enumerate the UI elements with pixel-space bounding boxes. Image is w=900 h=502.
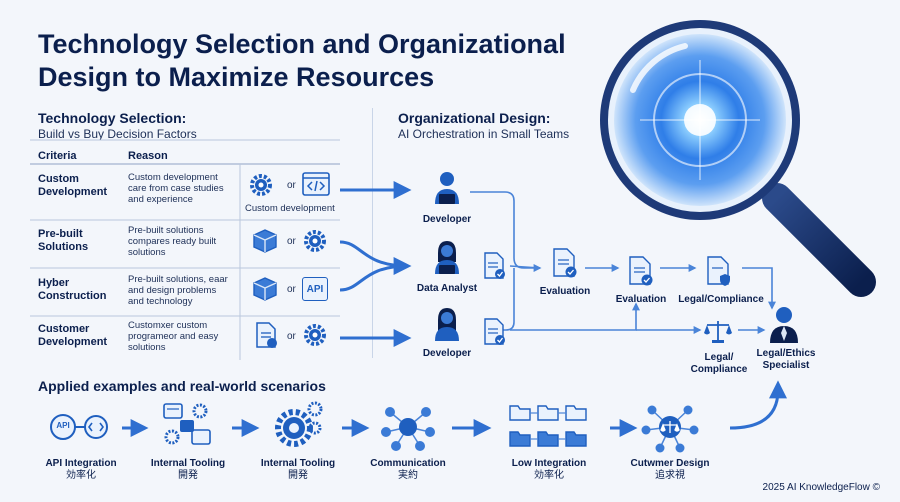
reason-pre-built-solutions: Pre-built solutions compares ready built… — [128, 225, 217, 258]
evaluation-document-icon — [629, 256, 653, 286]
example-label: API Integration — [45, 458, 117, 469]
document-icon — [256, 322, 277, 348]
legal-compliance-label: Legal/Compliance — [678, 294, 764, 305]
example-label: Internal Tooling — [150, 458, 226, 469]
criteria-column-header: Criteria — [38, 150, 77, 162]
or-label: or — [287, 284, 296, 295]
package-box-icon — [253, 277, 277, 301]
document-check-icon — [484, 318, 505, 345]
evaluation-document-icon — [553, 248, 577, 278]
technology-selection-subheading: Build vs Buy Decision Factors — [38, 127, 197, 141]
example-sublabel: 開発 — [288, 470, 308, 481]
example-sublabel: 追求視 — [655, 470, 685, 481]
evaluation-label: Evaluation — [539, 286, 591, 297]
footer-credit: 2025 AI KnowledgeFlow © — [762, 482, 880, 493]
api-window-icon: API — [302, 277, 328, 301]
technology-selection-heading: Technology Selection: — [38, 110, 187, 126]
developer-person-icon — [435, 172, 459, 204]
gear-icon — [304, 230, 326, 252]
legal-ethics-specialist-label: Legal/Ethics Specialist — [756, 348, 816, 371]
example-label: Internal Tooling — [260, 458, 336, 469]
evaluation-label: Evaluation — [615, 294, 667, 305]
or-label: or — [287, 236, 296, 247]
data-analyst-person-icon — [435, 241, 459, 274]
data-analyst-label: Data Analyst — [416, 283, 478, 294]
criteria-custom-development: Custom Development — [38, 173, 108, 198]
developer-label: Developer — [422, 348, 472, 359]
organizational-design-subheading: AI Orchestration in Small Teams — [398, 127, 570, 141]
code-window-icon — [302, 172, 330, 196]
communication-network-icon — [381, 407, 435, 451]
example-label: Cutwmer Design — [630, 458, 710, 469]
criteria-pre-built-solutions: Pre-built Solutions — [38, 228, 89, 253]
compliance-shield-document-icon — [707, 256, 730, 286]
example-label: Communication — [370, 458, 446, 469]
custom-development-caption: Custom development — [245, 203, 335, 214]
criteria-hyber-construction: Hyber Construction — [38, 277, 107, 302]
section-divider — [372, 108, 373, 358]
internal-tooling-gears-icon — [275, 401, 323, 447]
example-sublabel: 効率化 — [534, 470, 564, 481]
gear-icon — [304, 324, 326, 346]
legal-compliance-label: Legal/ Compliance — [690, 352, 748, 375]
table-grid — [30, 139, 340, 360]
document-check-icon — [484, 252, 505, 279]
reason-hyber-construction: Pre-built solutions, eaar and design pro… — [128, 274, 228, 307]
reason-custom-development: Custom development care from case studie… — [128, 172, 224, 205]
criteria-customer-development: Customer Development — [38, 323, 108, 348]
scales-icon — [704, 321, 732, 343]
reason-customer-development: Customxer custom programeor and easy sol… — [128, 320, 219, 353]
api-badge: API — [56, 421, 70, 430]
reason-column-header: Reason — [128, 150, 168, 162]
api-integration-icon — [50, 414, 108, 440]
example-sublabel: 実約 — [398, 470, 418, 481]
organizational-design-heading: Organizational Design: — [398, 110, 551, 126]
customer-design-scales-icon — [641, 405, 699, 453]
magnifying-glass-icon — [600, 20, 876, 297]
developer-person-icon — [435, 308, 459, 341]
example-sublabel: 開発 — [178, 470, 198, 481]
internal-tooling-icon — [163, 403, 211, 445]
low-integration-folders-icon — [509, 405, 587, 447]
package-box-icon — [253, 229, 277, 253]
legal-ethics-specialist-person-icon — [770, 307, 798, 343]
example-sublabel: 効率化 — [66, 470, 96, 481]
gear-icon — [250, 174, 272, 196]
example-label: Low Integration — [511, 458, 587, 469]
or-label: or — [287, 180, 296, 191]
developer-label: Developer — [422, 214, 472, 225]
page-title: Technology Selection and Organizational … — [38, 29, 566, 92]
applied-examples-heading: Applied examples and real-world scenario… — [38, 378, 326, 394]
or-label: or — [287, 331, 296, 342]
